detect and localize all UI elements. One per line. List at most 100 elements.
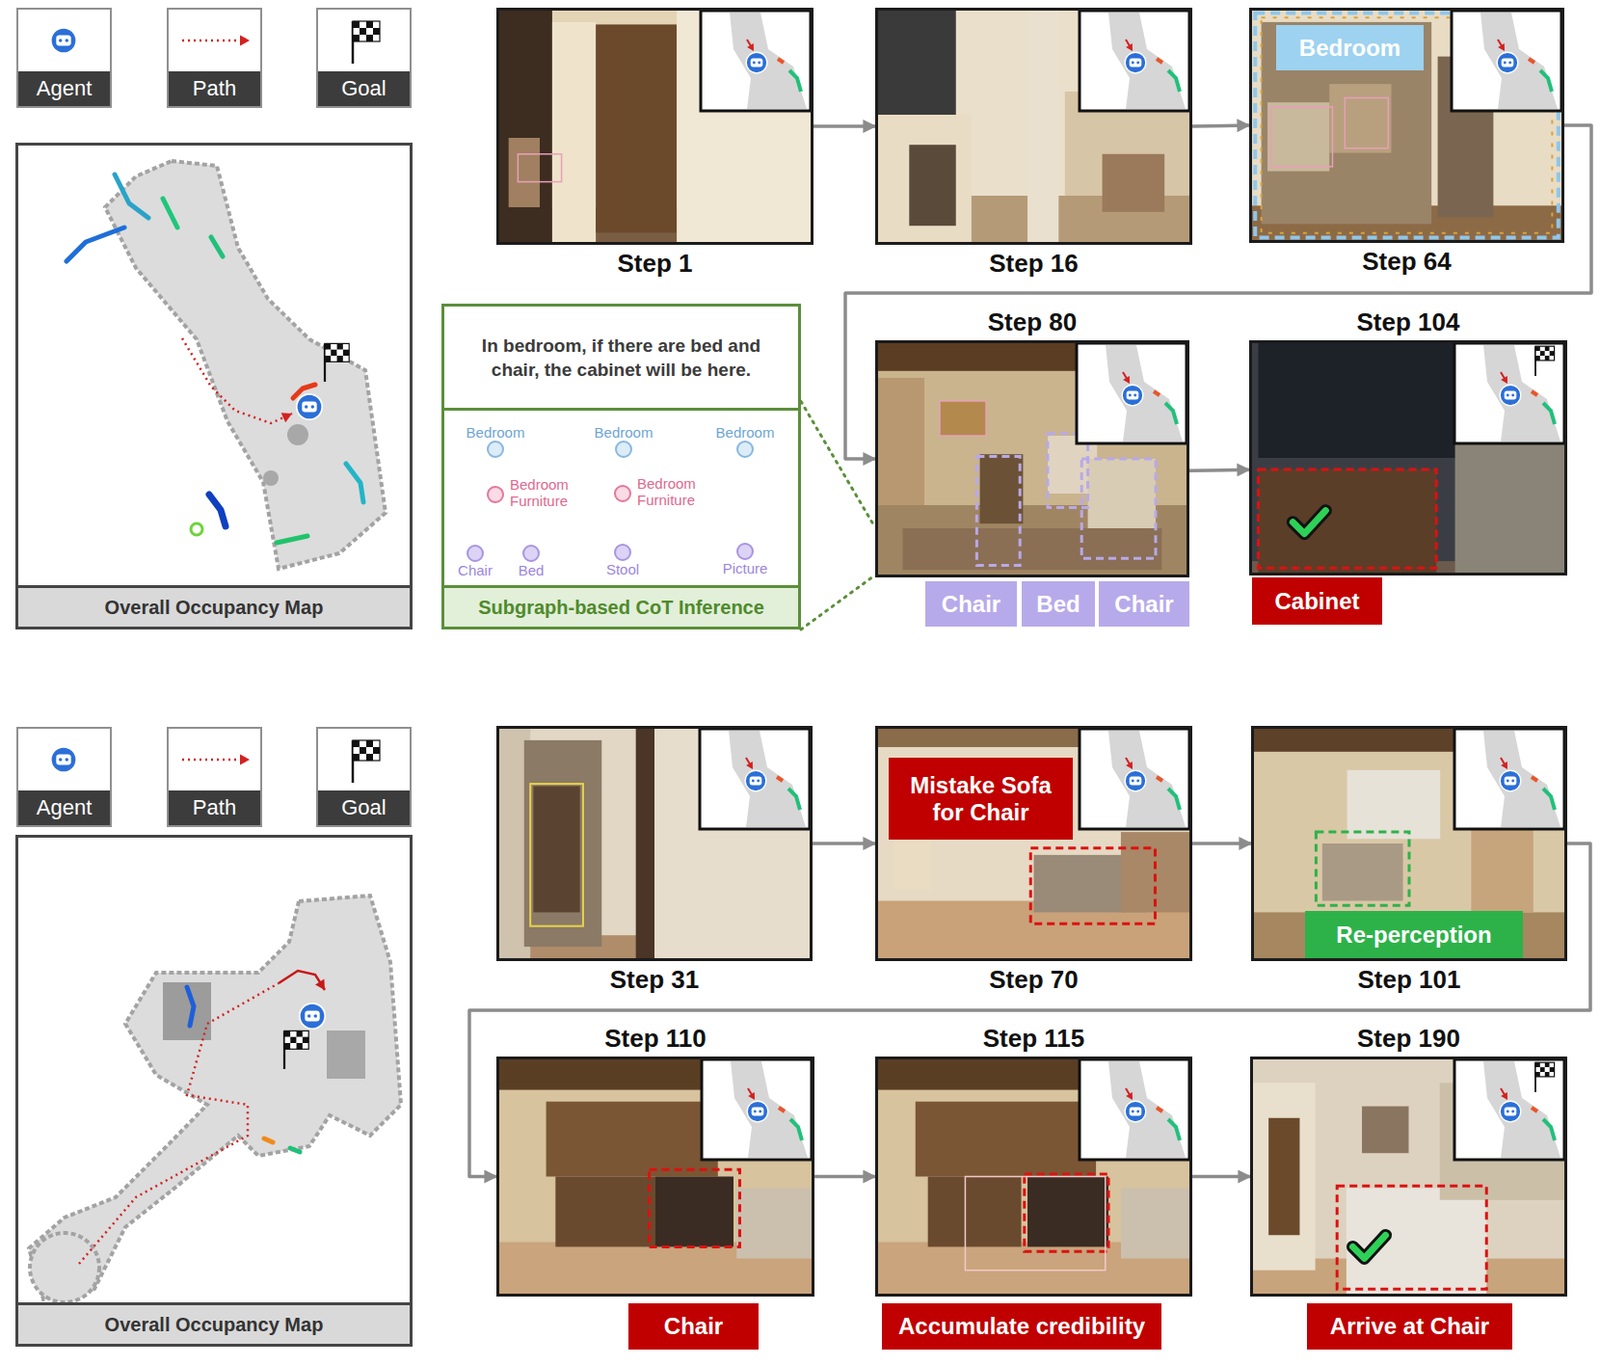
flag-check [1545,355,1550,361]
wall [1252,10,1562,240]
label-tag: Arrive at Chair [1306,1303,1513,1350]
agent-icon [746,1100,769,1122]
flag-outline [352,740,380,761]
agent-eye [1131,779,1135,783]
tag-text: Re-perception [1335,921,1492,949]
legend-icon [168,728,261,791]
agent-face [1504,1107,1518,1117]
graph-node-label: Bedroom [466,424,526,441]
scene-view [499,1059,812,1294]
mini-map-frame [1451,10,1562,111]
tag-text: Chair [941,590,1001,618]
agent-eye [1506,1110,1510,1114]
graph-node-label: Stool [606,560,640,578]
furniture [499,10,553,242]
flag-check [330,355,337,362]
label-tag: Chair [628,1303,759,1350]
agent-icon [299,1003,325,1029]
flag-check [337,349,344,356]
mini-map [1079,10,1190,111]
wall [1252,343,1565,573]
mini-map-frame [1079,728,1190,829]
furniture [1267,102,1330,171]
flag-check [337,355,344,362]
check-mark [1353,1234,1387,1258]
agent-eye [307,1013,312,1018]
flag-check [1535,1062,1541,1067]
flag-check [1545,1066,1550,1072]
furniture [524,740,603,947]
furniture [552,22,596,242]
path-arrowhead [240,754,250,766]
tag-text: Bed [1036,590,1080,618]
frontier [162,198,178,228]
wall [878,10,1190,242]
graph-node-label: Bed [518,561,545,579]
agent-face [301,401,317,413]
mini-map [1454,1059,1565,1160]
mini-map-frame [700,10,811,111]
detection-box [1081,458,1156,559]
detection-box [976,456,1020,566]
legend-label: Path [168,790,261,826]
flag-check [330,349,337,356]
furniture [736,1188,812,1259]
agent-path [79,983,279,1264]
legend-label: Goal [318,71,410,107]
step-label: Step 104 [1213,307,1600,337]
mini-map [699,728,810,829]
detection-box [517,154,561,183]
flag-check [352,27,360,35]
step-frame: Step 101Re-perception [1251,725,1568,961]
frontier [264,1138,273,1143]
mini-frontier [1528,58,1535,63]
graph-node: Bedroom [736,440,754,458]
flag-check [1549,1071,1555,1077]
mini-frontier [1168,1119,1180,1141]
label-tag: Chair [925,581,1017,627]
cot-rule: In bedroom, if there are bed and chair, … [444,306,799,411]
furniture [928,1176,1022,1248]
legend-icon [18,728,110,791]
tag-text: Accumulate credibility [898,1312,1146,1340]
mini-frontier [1156,1107,1163,1112]
scene-view [878,1059,1190,1294]
step-frame: Step 1 [496,7,814,245]
legend-label: Goal [318,790,410,826]
check-outline [1292,510,1326,534]
mini-frontier [1540,70,1552,92]
label-tag: Re-perception [1305,910,1523,959]
mini-map [1451,10,1562,111]
flag-check [284,1030,291,1037]
mini-frontier [1156,776,1163,781]
agent-face [750,58,764,68]
mini-frontier [790,1119,802,1141]
step-label: Step 80 [839,307,1226,337]
mini-frontier [789,70,801,92]
agent-face [749,776,763,786]
flag-check [1540,350,1546,356]
furniture [903,528,1163,570]
path-arrowhead [1125,1092,1133,1100]
flag-check [1545,346,1550,351]
mini-frontier [1543,1119,1555,1141]
frontier [186,986,194,1026]
furniture [1361,1106,1409,1154]
agent-eye [752,61,756,65]
mini-map [1079,1059,1190,1160]
mini-floor [1108,730,1186,827]
scene-view [878,10,1190,242]
mini-frontier [1165,402,1177,425]
legend-icon [318,9,410,72]
furniture [878,114,972,242]
mini-floor [730,1061,808,1158]
wall [878,343,1187,575]
occupancy-map-panel: Overall Occupancy Map [15,834,413,1347]
furniture [636,728,655,959]
step-frame: Step 80 [875,340,1190,578]
step-frame: Step 31 [496,725,813,961]
flag-check [352,34,360,42]
frontier [190,523,203,535]
agent-eye [1131,1110,1135,1114]
agent-icon [1121,384,1144,406]
